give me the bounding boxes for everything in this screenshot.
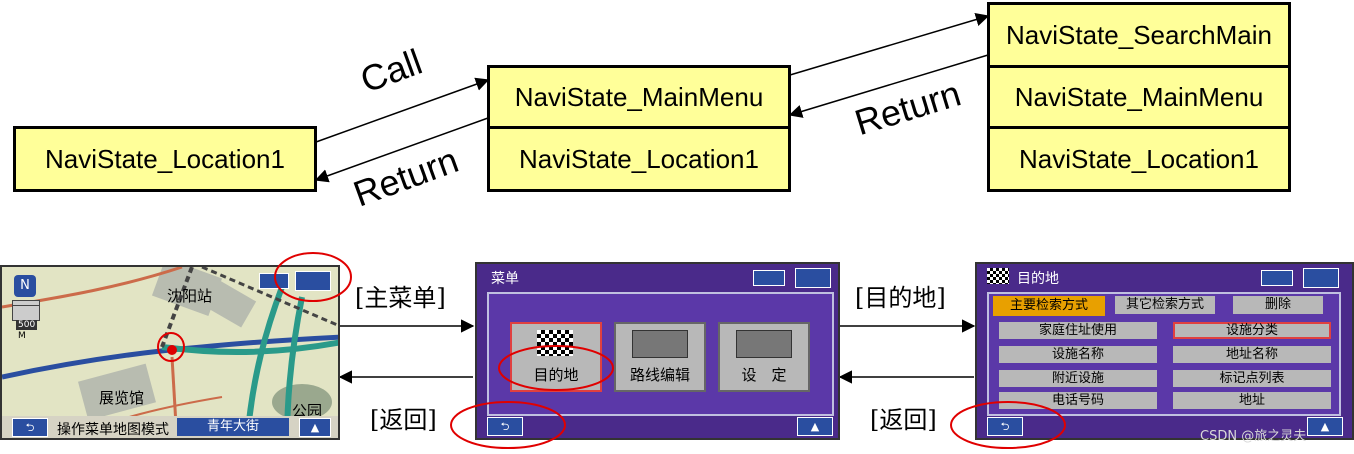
menu-button-label: 设 定 xyxy=(741,366,787,384)
dest-mode-icon[interactable] xyxy=(1261,270,1293,286)
state-label: NaviState_Location1 xyxy=(519,143,759,174)
menu-screen: 菜单 目的地 路线编辑 设 定 ⮌ ▲ xyxy=(475,262,840,440)
compass-icon[interactable]: N xyxy=(14,275,36,297)
menu-mode-icon[interactable] xyxy=(753,270,785,286)
map-scale: 500 xyxy=(16,320,38,330)
checkered-flag-icon xyxy=(987,268,1009,284)
state-label: NaviState_SearchMain xyxy=(1006,19,1272,50)
state-label: NaviState_MainMenu xyxy=(514,81,764,112)
map-scale-unit: M xyxy=(18,331,26,341)
map-exhibition-label: 展览馆 xyxy=(99,389,145,407)
menu-title: 菜单 xyxy=(491,271,519,287)
menu-button-route-edit[interactable]: 路线编辑 xyxy=(614,322,706,392)
option-nearby[interactable]: 附近设施 xyxy=(999,370,1157,387)
map-mode-icon[interactable] xyxy=(259,273,289,289)
map-up-button[interactable]: ▲ xyxy=(299,418,331,437)
caption-back-right: [返回] xyxy=(870,406,937,434)
map-view-toggle-icon[interactable] xyxy=(295,271,331,291)
state-label: NaviState_Location1 xyxy=(1019,143,1259,174)
state-location-left: NaviState_Location1 xyxy=(13,126,317,192)
dest-up-button[interactable]: ▲ xyxy=(1307,417,1343,436)
menu-back-button[interactable]: ⮌ xyxy=(487,417,523,436)
map-screen: 沈阳站 展览馆 公园 N 500 M ⮌ 操作菜单地图模式 青年大街 ▲ xyxy=(0,265,340,440)
map-status-bar xyxy=(2,416,338,438)
return-arrow-right xyxy=(788,54,989,118)
call-arrow-right xyxy=(789,13,990,76)
caption-back-left: [返回] xyxy=(370,406,437,434)
option-marker-list[interactable]: 标记点列表 xyxy=(1173,370,1331,387)
option-facility-name[interactable]: 设施名称 xyxy=(999,346,1157,363)
watermark: CSDN @旅之灵夫 xyxy=(1200,429,1307,444)
tab-delete[interactable]: 删除 xyxy=(1233,296,1323,314)
state-mainmenu-right: NaviState_MainMenu xyxy=(987,65,1291,129)
map-station-label: 沈阳站 xyxy=(167,287,213,305)
destination-screen: 目的地 主要检索方式 其它检索方式 删除 家庭住址使用 设施分类 设施名称 地址… xyxy=(975,262,1354,440)
option-address[interactable]: 地址 xyxy=(1173,392,1331,409)
option-facility-category[interactable]: 设施分类 xyxy=(1173,322,1331,339)
map-street-name: 青年大街 xyxy=(177,418,289,436)
state-label: NaviState_MainMenu xyxy=(1014,81,1264,112)
pen-icon xyxy=(736,330,792,358)
state-mainmenu-mid: NaviState_MainMenu xyxy=(487,65,791,129)
map-status-text: 操作菜单地图模式 xyxy=(57,422,169,438)
dest-view-toggle-icon[interactable] xyxy=(1303,268,1339,288)
route-icon xyxy=(632,330,688,358)
option-address-name[interactable]: 地址名称 xyxy=(1173,346,1331,363)
tab-other-search[interactable]: 其它检索方式 xyxy=(1115,296,1215,314)
menu-button-settings[interactable]: 设 定 xyxy=(718,322,810,392)
dest-title: 目的地 xyxy=(1017,271,1059,287)
caption-destination: [目的地] xyxy=(855,284,946,312)
option-phone[interactable]: 电话号码 xyxy=(999,392,1157,409)
zoom-out-icon[interactable] xyxy=(12,305,40,321)
menu-view-toggle-icon[interactable] xyxy=(795,268,831,288)
menu-up-button[interactable]: ▲ xyxy=(797,417,833,436)
state-location-right: NaviState_Location1 xyxy=(987,126,1291,192)
checkered-flag-icon xyxy=(537,330,573,356)
menu-button-destination[interactable]: 目的地 xyxy=(510,322,602,392)
call-arrow xyxy=(315,77,490,143)
menu-button-label: 路线编辑 xyxy=(629,366,690,384)
return-arrow-left xyxy=(314,117,489,183)
state-searchmain-right: NaviState_SearchMain xyxy=(987,2,1291,68)
map-park-label: 公园 xyxy=(292,402,323,420)
state-location-mid: NaviState_Location1 xyxy=(487,126,791,192)
menu-button-label: 目的地 xyxy=(533,366,579,384)
caption-main-menu: [主菜单] xyxy=(355,284,446,312)
dest-back-button[interactable]: ⮌ xyxy=(987,417,1023,436)
map-back-button[interactable]: ⮌ xyxy=(12,418,48,437)
state-label: NaviState_Location1 xyxy=(45,143,285,174)
option-home-address[interactable]: 家庭住址使用 xyxy=(999,322,1157,339)
tab-main-search[interactable]: 主要检索方式 xyxy=(993,296,1105,316)
